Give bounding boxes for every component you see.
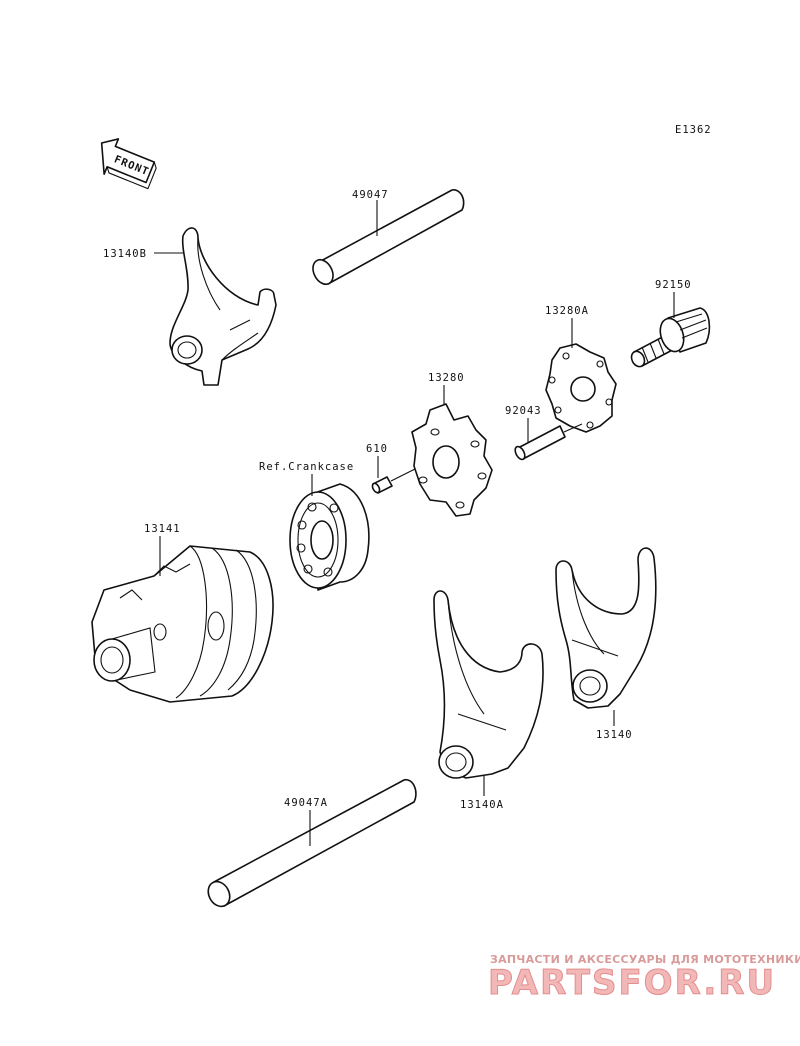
shift-fork-left: 13140B bbox=[103, 227, 277, 386]
shift-plate: 13280A bbox=[545, 305, 617, 433]
shaft-lower: 49047A bbox=[207, 778, 417, 908]
label-bolt: 92150 bbox=[655, 279, 692, 291]
label-shaft-lower: 49047A bbox=[284, 797, 328, 809]
label-bearing: Ref.Crankcase bbox=[259, 461, 354, 473]
front-arrow-icon: FRONT bbox=[100, 138, 157, 190]
label-fork-right: 13140 bbox=[596, 729, 633, 741]
watermark-tagline: ЗАПЧАСТИ И АКСЕССУАРЫ ДЛЯ МОТОТЕХНИКИ bbox=[490, 953, 800, 966]
shift-fork-center: 13140A bbox=[433, 590, 544, 811]
watermark-brand: PARTSFOR.RU bbox=[488, 963, 776, 1003]
pin-long: 92043 bbox=[505, 405, 583, 461]
label-shaft-upper: 49047 bbox=[352, 189, 389, 201]
label-pin-long: 92043 bbox=[505, 405, 542, 417]
pin-short: 610 bbox=[366, 443, 416, 494]
bolt: 92150 bbox=[630, 279, 711, 368]
label-star: 13280 bbox=[428, 372, 465, 384]
diagram-code: E1362 bbox=[675, 124, 712, 136]
shaft-upper: 49047 bbox=[312, 189, 465, 286]
shift-star: 13280 bbox=[411, 372, 493, 517]
label-drum: 13141 bbox=[144, 523, 181, 535]
label-fork-left: 13140B bbox=[103, 248, 147, 260]
shift-fork-right: 13140 bbox=[555, 547, 657, 741]
label-pin-short: 610 bbox=[366, 443, 388, 455]
watermark-logo: ЗАПЧАСТИ И АКСЕССУАРЫ ДЛЯ МОТОТЕХНИКИ PA… bbox=[488, 953, 800, 1004]
label-plate: 13280A bbox=[545, 305, 589, 317]
shift-drum: 13141 bbox=[91, 523, 274, 703]
label-fork-center: 13140A bbox=[460, 799, 504, 811]
bearing: Ref.Crankcase bbox=[259, 461, 370, 591]
